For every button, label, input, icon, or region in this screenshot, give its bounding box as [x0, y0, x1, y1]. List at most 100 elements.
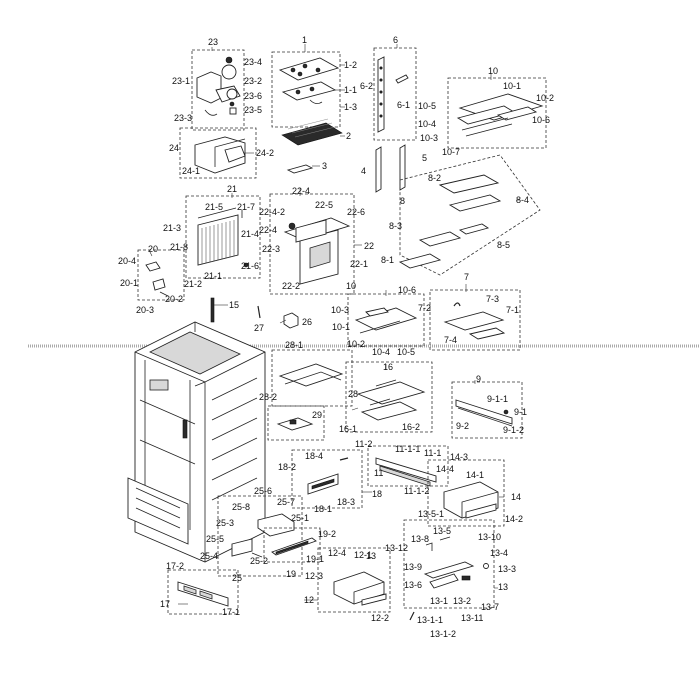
label-22-4-2: 22-4-2 — [259, 207, 286, 217]
label-7-2: 7-2 — [418, 303, 432, 313]
label-22-6: 22-6 — [347, 207, 366, 217]
part-15-rod — [210, 297, 215, 323]
label-23-3: 23-3 — [174, 113, 193, 123]
label-21-3: 21-3 — [163, 223, 182, 233]
label-22-4: 22-4 — [259, 225, 278, 235]
label-20-2: 20-2 — [165, 294, 184, 304]
label-28-2: 28-2 — [259, 392, 278, 402]
part-17-bar — [167, 569, 239, 615]
label-25-4: 25-4 — [200, 551, 219, 561]
label-15: 15 — [229, 300, 240, 310]
label-13-11: 13-11 — [461, 613, 484, 623]
label-14-4: 14-4 — [436, 464, 455, 474]
label-13-12: 13-12 — [385, 543, 409, 553]
label-10-4-top: 10-4 — [418, 119, 437, 129]
label-8-1: 8-1 — [381, 255, 395, 265]
label-13-5-1: 13-5-1 — [418, 509, 445, 519]
part-28-tray — [271, 349, 353, 407]
label-27: 27 — [254, 323, 265, 333]
label-10-2-top: 10-2 — [536, 93, 555, 103]
label-11-1-2: 11-1-2 — [404, 486, 430, 496]
label-25-7: 25-7 — [277, 497, 296, 507]
part-16-shelf — [345, 361, 433, 433]
label-11-1-1: 11-1-1 — [395, 444, 421, 454]
label-12-3: 12-3 — [305, 571, 324, 581]
label-13-4: 13-4 — [490, 548, 509, 558]
label-29: 29 — [312, 410, 323, 420]
label-5: 5 — [422, 153, 428, 163]
label-25-2: 25-2 — [250, 556, 269, 566]
label-10-3-mid: 10-3 — [331, 305, 350, 315]
label-13-1-2: 13-1-2 — [430, 629, 457, 639]
label-19-1: 19-1 — [306, 554, 325, 564]
label-2: 2 — [346, 131, 352, 141]
label-25-3: 25-3 — [216, 518, 235, 528]
label-22: 22 — [364, 241, 375, 251]
part-23-ice-maker — [191, 49, 245, 131]
label-22-1: 22-1 — [350, 259, 369, 269]
part-14-drawer — [427, 459, 505, 527]
label-3: 3 — [322, 161, 328, 171]
label-13-3: 13-3 — [498, 564, 517, 574]
label-9-2: 9-2 — [456, 421, 470, 431]
label-14-1: 14-1 — [466, 470, 485, 480]
label-23-1: 23-1 — [172, 76, 191, 86]
part-24-ice-bin — [179, 127, 257, 179]
label-16-1: 16-1 — [339, 424, 358, 434]
part-4-rail — [375, 146, 382, 193]
label-21-2: 21-2 — [184, 279, 203, 289]
label-12: 12 — [304, 595, 315, 605]
label-1-3: 1-3 — [344, 102, 358, 112]
part-20 — [137, 249, 185, 301]
label-13-8: 13-8 — [411, 534, 430, 544]
label-9-1-1: 9-1-1 — [487, 394, 509, 404]
label-13-7: 13-7 — [481, 602, 500, 612]
label-25-8: 25-8 — [232, 502, 251, 512]
label-11-2: 11-2 — [355, 439, 373, 449]
label-12-1: 12-1 — [354, 550, 373, 560]
label-24-2: 24-2 — [256, 148, 275, 158]
label-10-5-top: 10-5 — [418, 101, 437, 111]
leader-lines — [149, 44, 520, 605]
label-28: 28 — [348, 389, 359, 399]
label-18-2: 18-2 — [278, 462, 297, 472]
label-9-1: 9-1 — [514, 407, 528, 417]
label-8-5: 8-5 — [497, 240, 511, 250]
part-19-bar — [263, 527, 321, 563]
label-8: 8 — [400, 196, 406, 206]
label-13-6: 13-6 — [404, 580, 423, 590]
label-8-4: 8-4 — [516, 195, 530, 205]
part-25-bin — [217, 495, 303, 577]
label-25-1: 25-1 — [291, 513, 310, 523]
label-14-3: 14-3 — [450, 452, 469, 462]
part-21-evaporator — [185, 195, 261, 279]
label-14-2: 14-2 — [505, 514, 524, 524]
label-23-2: 23-2 — [244, 76, 263, 86]
label-21-4: 21-4 — [241, 229, 260, 239]
label-1-2: 1-2 — [344, 60, 358, 70]
label-9-1-2: 9-1-2 — [503, 425, 525, 435]
part-5-rail — [399, 144, 406, 191]
part-6-rail — [373, 47, 417, 141]
label-13: 13 — [498, 582, 509, 592]
label-20-3: 20-3 — [136, 305, 155, 315]
label-9: 9 — [476, 374, 482, 384]
part-27-pin — [257, 305, 261, 319]
label-13-2: 13-2 — [453, 596, 472, 606]
label-10-2-mid: 10-2 — [347, 339, 366, 349]
label-6-1: 6-1 — [397, 100, 411, 110]
label-10-top: 10 — [488, 66, 499, 76]
label-25-6: 25-6 — [254, 486, 273, 496]
label-25-5: 25-5 — [206, 534, 225, 544]
label-13-1-1: 13-1-1 — [417, 615, 444, 625]
label-21-7: 21-7 — [237, 202, 256, 212]
part-3 — [286, 164, 314, 174]
part-22-panel — [269, 193, 355, 295]
label-12-2: 12-2 — [371, 613, 390, 623]
label-1: 1 — [302, 35, 308, 45]
label-12-4: 12-4 — [328, 548, 347, 558]
label-13-1: 13-1 — [430, 596, 449, 606]
label-28-1: 28-1 — [285, 340, 304, 350]
part-26 — [283, 312, 299, 329]
